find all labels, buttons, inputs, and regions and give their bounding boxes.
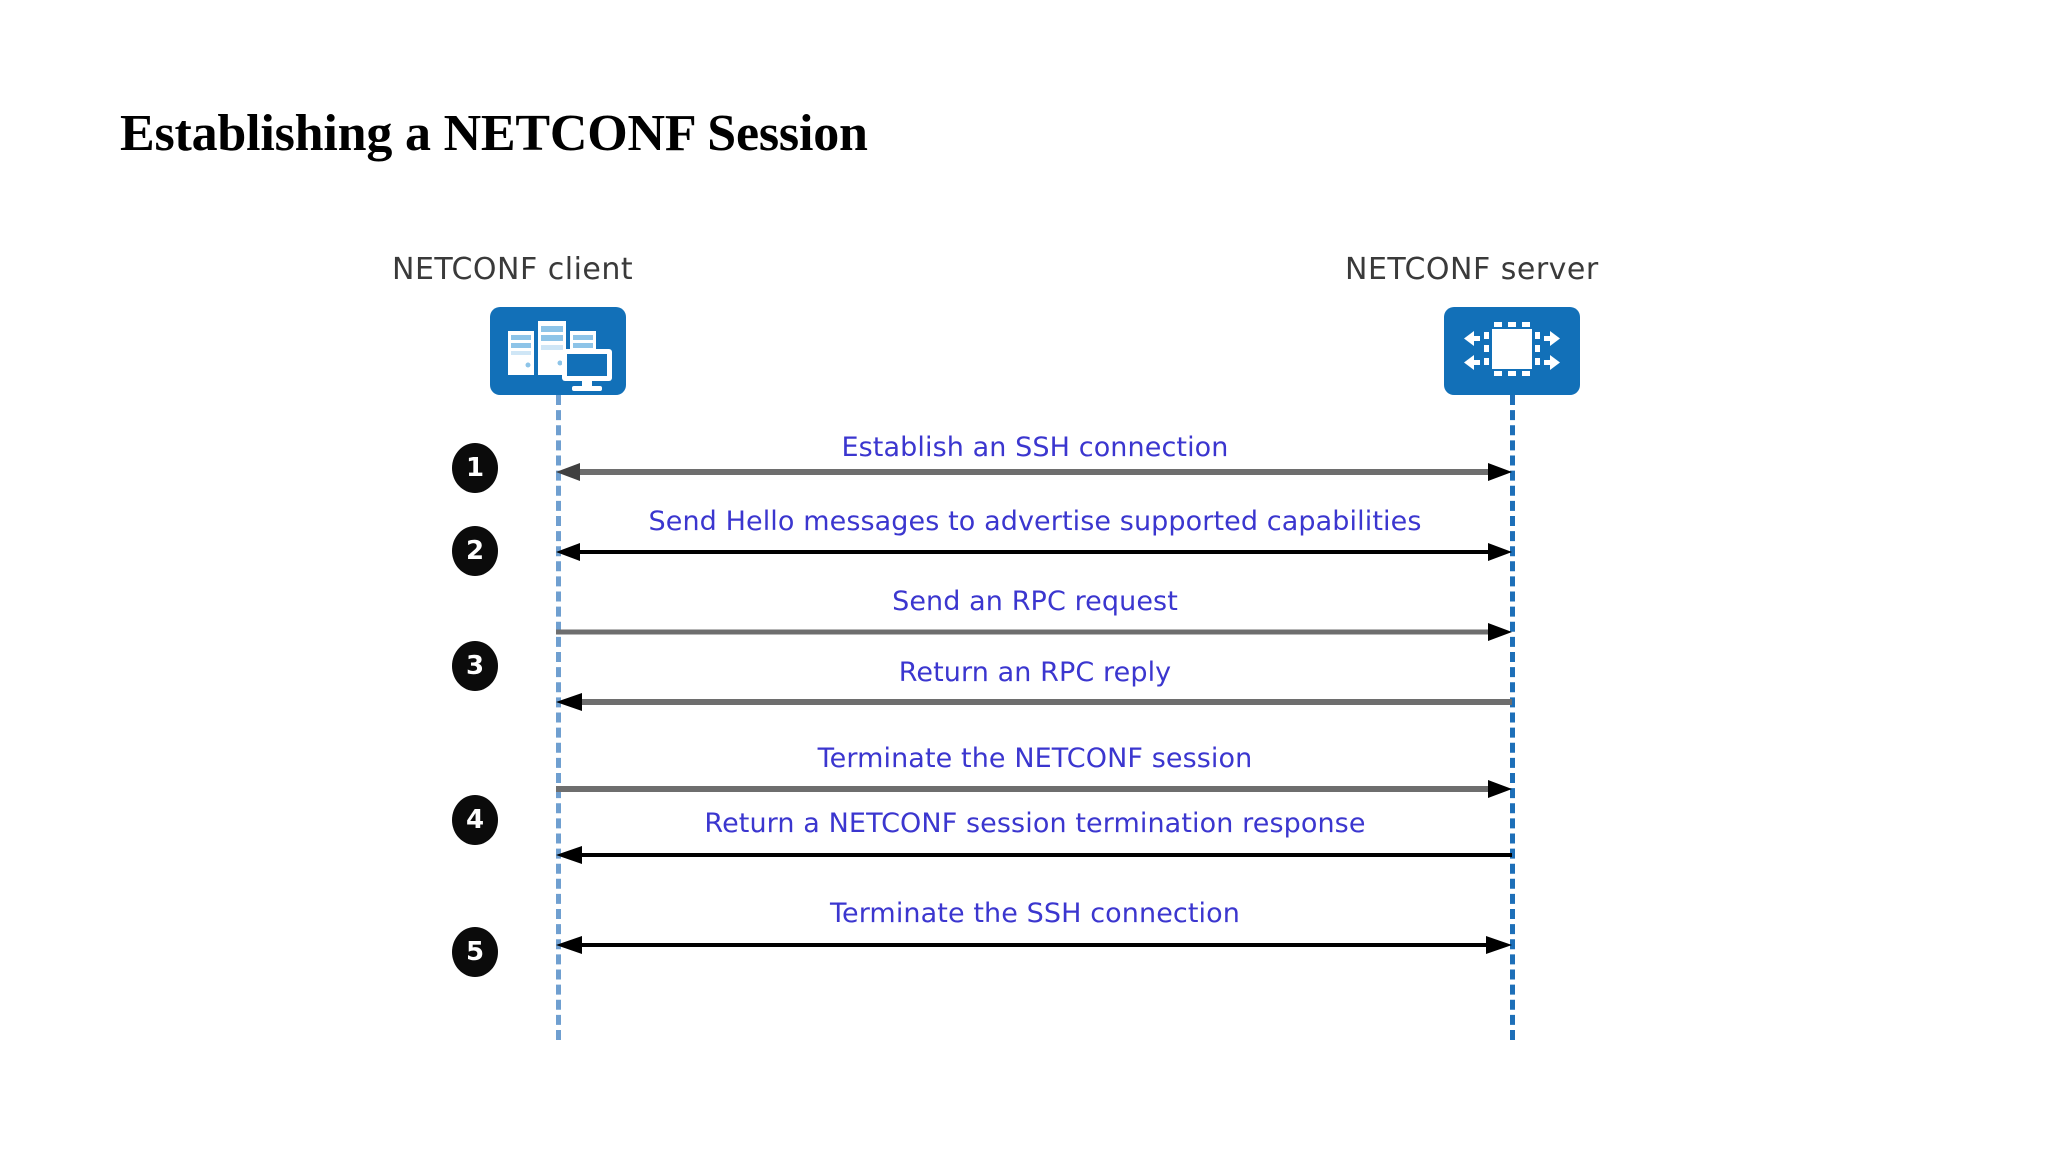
lifeline-client [556,395,561,1040]
message-arrow-rpc-request [556,620,1512,644]
actor-label-client: NETCONF client [392,252,634,287]
message-arrow-establish-ssh [556,460,1512,484]
message-label-send-hello: Send Hello messages to advertise support… [648,506,1422,537]
message-arrow-send-hello [556,540,1512,564]
step-badge-3: 3 [452,641,498,691]
lifeline-server [1510,395,1515,1040]
message-label-establish-ssh: Establish an SSH connection [841,432,1229,463]
message-arrow-rpc-reply [556,690,1512,714]
page-title: Establishing a NETCONF Session [120,105,868,162]
step-badge-2: 2 [452,526,498,576]
step-badge-4: 4 [452,795,498,845]
network-router-chip-icon [1444,307,1580,395]
message-label-terminate-session: Terminate the NETCONF session [817,743,1253,774]
message-label-terminate-ssh: Terminate the SSH connection [829,898,1240,929]
message-label-rpc-request: Send an RPC request [892,586,1178,617]
step-badge-1: 1 [452,443,498,493]
message-arrow-terminate-ssh [556,933,1512,957]
message-label-rpc-reply: Return an RPC reply [898,657,1172,688]
message-arrow-termination-response [556,843,1512,867]
servers-and-monitor-icon [490,307,626,395]
step-badge-5: 5 [452,927,498,977]
actor-label-server: NETCONF server [1345,252,1599,287]
message-label-termination-response: Return a NETCONF session termination res… [704,808,1366,839]
message-arrow-terminate-session [556,777,1512,801]
